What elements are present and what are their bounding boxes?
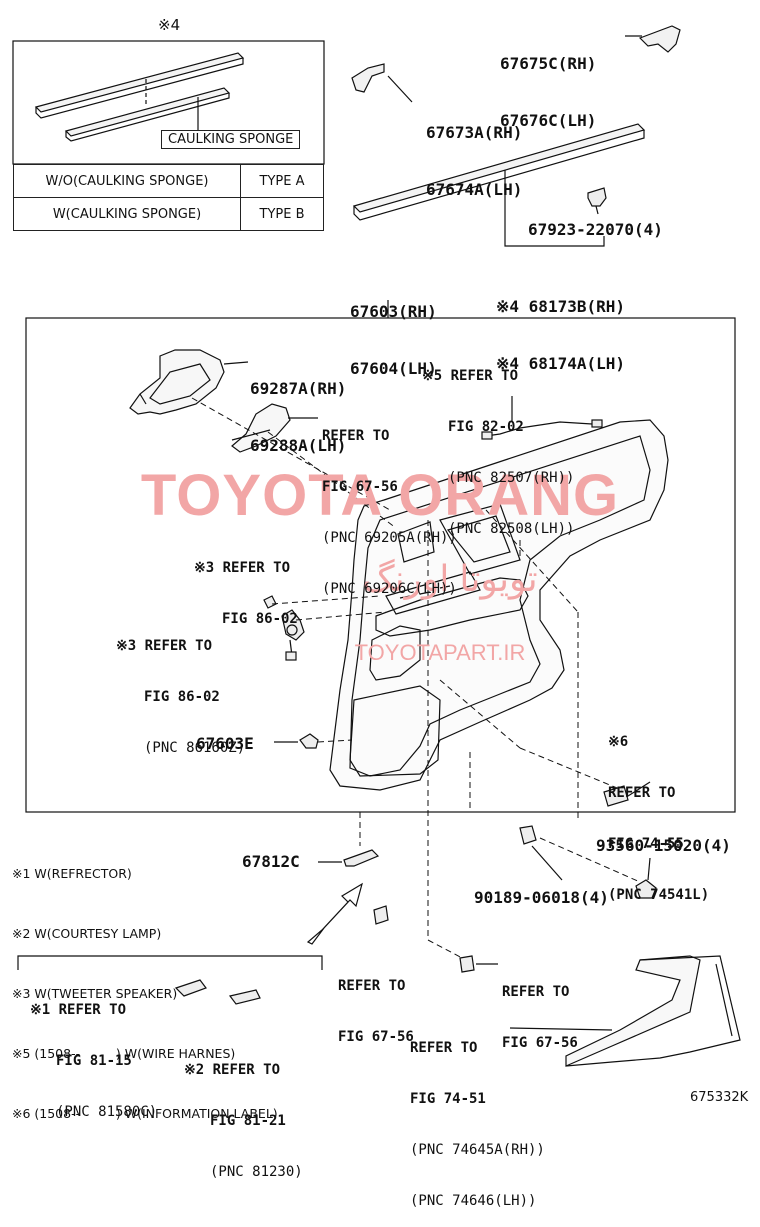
ref-line: ※2 REFER TO <box>184 1062 281 1078</box>
inset-mark: ※4 <box>158 16 181 34</box>
footnote: ※1 W(REFRECTOR) <box>12 866 132 881</box>
inside-handle-69205a <box>231 403 291 453</box>
clip-67603e <box>299 733 319 749</box>
ref-line: FIG 74-55 <box>608 836 684 852</box>
ref-line: (PNC 81230) <box>210 1164 303 1180</box>
ref-line: (PNC 86160Z) <box>144 740 246 756</box>
part-67603[interactable]: 67603(RH) 67604(LH) <box>350 264 437 397</box>
ref-fig-67-56-handle[interactable]: REFER TO FIG 67-56 (PNC 69205A(RH)) (PNC… <box>322 394 457 615</box>
ref-fig-86-02-upper[interactable]: ※3 REFER TO FIG 86-02 <box>194 526 298 645</box>
table-row: W(CAULKING SPONGE) TYPE B <box>13 197 324 231</box>
footnote: ※3 W(TWEETER SPEAKER) <box>12 986 178 1001</box>
part-number-lh: 67676C(LH) <box>500 111 597 130</box>
ref-line: (PNC 82507(RH)) <box>448 470 575 486</box>
table-cell: W(CAULKING SPONGE) <box>13 197 241 231</box>
part-number-rh: 67603(RH) <box>350 302 437 321</box>
ref-line: REFER TO <box>410 1040 478 1056</box>
bolt-93560 <box>635 879 657 899</box>
ref-line: FIG 82-02 <box>448 419 524 435</box>
table-cell: TYPE A <box>240 164 324 198</box>
ref-line: ※3 REFER TO <box>194 560 291 576</box>
ref-fig-67-56-clip-a[interactable]: REFER TO FIG 67-56 <box>338 944 414 1063</box>
part-67603e[interactable]: 67603E <box>196 734 254 753</box>
bracket-67812c <box>343 849 380 867</box>
part-number-rh: ※4 68173B(RH) <box>496 297 625 316</box>
handle-bracket-69287a <box>129 349 225 415</box>
ref-fig-74-55[interactable]: ※6 REFER TO FIG 74-55 (PNC 74541L) <box>608 700 709 921</box>
table-row: W/O(CAULKING SPONGE) TYPE A <box>13 164 324 198</box>
ref-fig-82-02[interactable]: ※5 REFER TO FIG 82-02 (PNC 82507(RH)) (P… <box>422 334 574 555</box>
footnote: ※6 (1508-- ) W(INFORMATION LABEL) <box>12 1106 278 1121</box>
footnotes: ※1 W(REFRECTOR) ※2 W(COURTESY LAMP) ※3 W… <box>12 824 278 1144</box>
ref-line: (PNC 74645A(RH)) <box>410 1142 545 1158</box>
clip-90189 <box>519 825 537 845</box>
part-69287a[interactable]: 69287A(RH) 69288A(LH) <box>250 341 346 474</box>
ref-line: (PNC 69205A(RH)) <box>322 530 457 546</box>
table-cell: TYPE B <box>240 197 324 231</box>
part-67812c[interactable]: 67812C <box>242 852 300 871</box>
ref-line: FIG 86-02 <box>222 611 298 627</box>
part-93560[interactable]: 93560-15020(4) <box>596 836 731 855</box>
direction-arrow <box>306 882 363 945</box>
part-number-lh: 69288A(LH) <box>250 436 347 455</box>
door-trim-panel <box>329 419 669 791</box>
door-trim-diagram <box>12 25 741 1067</box>
ref-line: (PNC 82508(LH)) <box>448 521 575 537</box>
clip-lower-a <box>373 905 389 925</box>
ref-fig-86-02-lower[interactable]: ※3 REFER TO FIG 86-02 (PNC 86160Z) <box>116 604 245 774</box>
part-number-lh: 67674A(LH) <box>426 180 523 199</box>
ref-fig-67-56-clip-b[interactable]: REFER TO FIG 67-56 <box>502 950 578 1069</box>
ref-line: REFER TO <box>322 428 390 444</box>
ref-line: FIG 81-15 <box>56 1053 132 1069</box>
watermark-site: TOYOTAPART.IR <box>354 640 526 665</box>
ref-line: (PNC 74541L) <box>608 887 710 903</box>
part-90189[interactable]: 90189-06018(4) <box>474 888 609 907</box>
ref-line: (PNC 69206C(LH)) <box>322 581 457 597</box>
ref-line: ※1 REFER TO <box>30 1002 127 1018</box>
watermark-brand: TOYOTA ORANG <box>140 463 620 528</box>
ref-line: FIG 67-56 <box>322 479 398 495</box>
part-number-rh: 67673A(RH) <box>426 123 523 142</box>
courtesy-lamp-81230 <box>228 989 261 1005</box>
clip-67675c <box>638 25 681 53</box>
ref-line: ※3 REFER TO <box>116 638 213 654</box>
ref-line: FIG 74-51 <box>410 1091 486 1107</box>
armrest-trim-74645a <box>565 955 701 1067</box>
ref-line: REFER TO <box>338 978 406 994</box>
table-cell: W/O(CAULKING SPONGE) <box>13 164 241 198</box>
part-67673a[interactable]: 67673A(RH) 67674A(LH) <box>426 85 522 218</box>
ref-line: FIG 67-56 <box>502 1035 578 1051</box>
footnote: ※5 (1508-- ) W(WIRE HARNES) <box>12 1046 236 1061</box>
part-number-lh: ※4 68174A(LH) <box>496 354 625 373</box>
clip-67923 <box>587 187 607 207</box>
footnote: ※2 W(COURTESY LAMP) <box>12 926 162 941</box>
inset-type-table: W/O(CAULKING SPONGE) TYPE A W(CAULKING S… <box>13 164 324 231</box>
ref-line: (PNC 74646(LH)) <box>410 1193 537 1209</box>
ref-line: REFER TO <box>608 785 676 801</box>
caulking-sponge-label: CAULKING SPONGE <box>161 130 301 149</box>
ref-line: FIG 67-56 <box>338 1029 414 1045</box>
cover-67673a <box>351 63 385 93</box>
part-67675c[interactable]: 67675C(RH) 67676C(LH) <box>500 16 596 149</box>
part-number-lh: 67604(LH) <box>350 359 437 378</box>
ref-line: FIG 86-02 <box>144 689 220 705</box>
ref-fig-74-51[interactable]: REFER TO FIG 74-51 (PNC 74645A(RH)) (PNC… <box>410 1006 545 1227</box>
watermark-persian: تویوتا اورنگ <box>362 558 538 599</box>
ref-line: ※6 <box>608 734 629 750</box>
part-68173b[interactable]: ※4 68173B(RH) ※4 68174A(LH) <box>496 259 625 392</box>
part-67923[interactable]: 67923-22070(4) <box>528 220 663 239</box>
clip-lower-b <box>459 955 475 973</box>
ref-line: ※5 REFER TO <box>422 368 519 384</box>
part-number-rh: 69287A(RH) <box>250 379 347 398</box>
illustration-code: 675332K <box>690 1090 749 1105</box>
wire-harness <box>485 421 593 437</box>
reflector-81580c <box>174 979 207 997</box>
ref-line: REFER TO <box>502 984 570 1000</box>
part-number-rh: 67675C(RH) <box>500 54 597 73</box>
